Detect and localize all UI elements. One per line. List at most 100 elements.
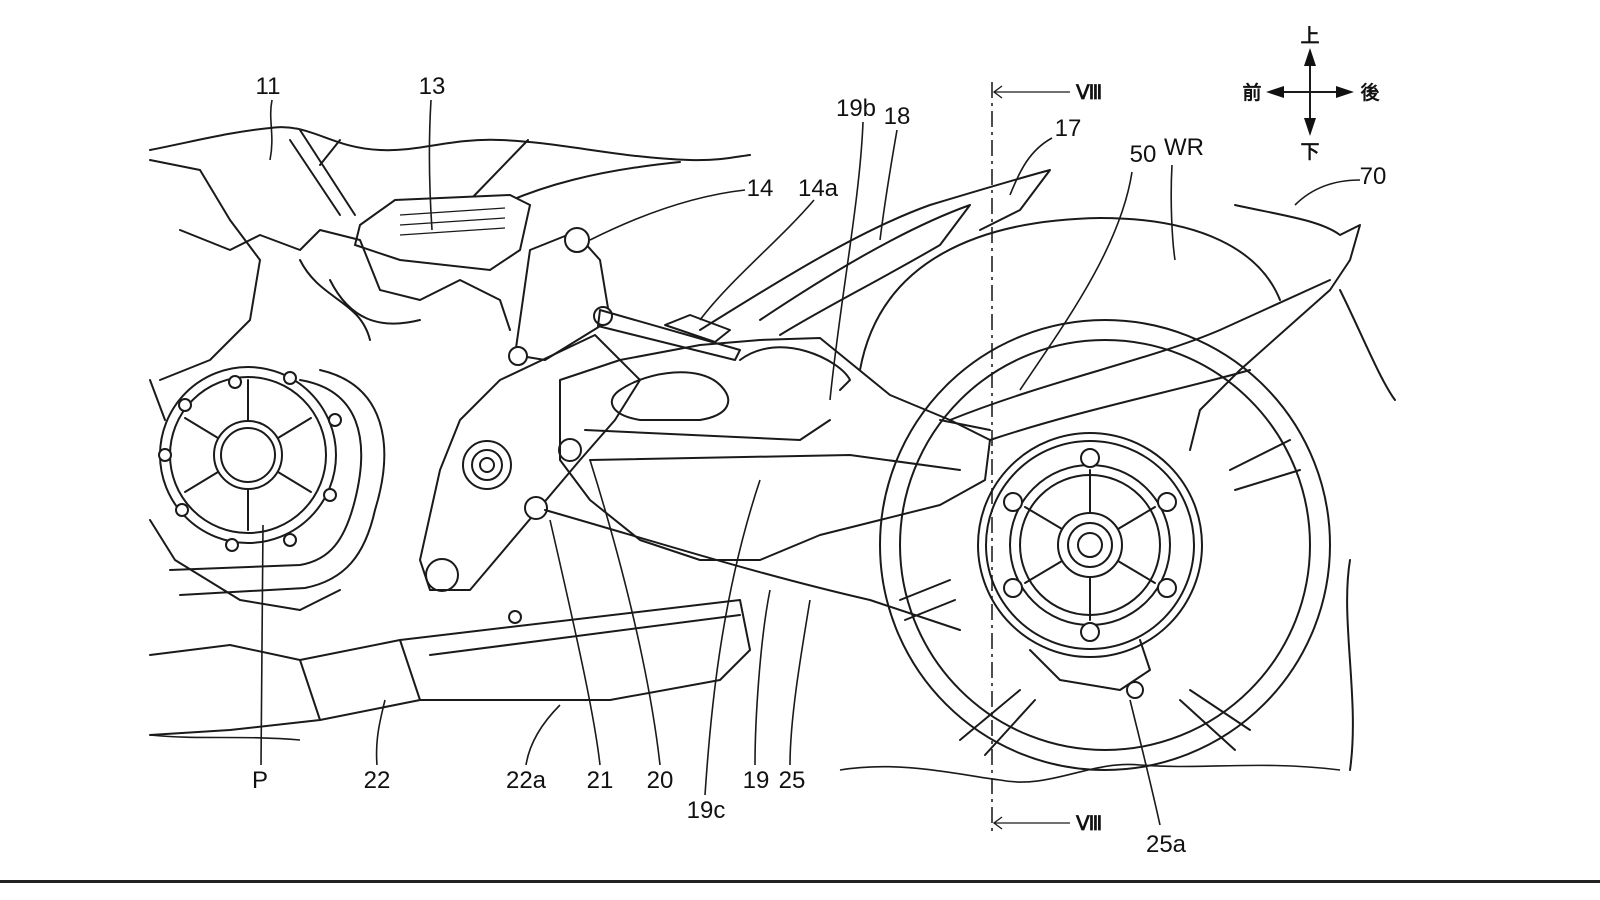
swing-arm-cutout <box>610 371 730 421</box>
leader-19c <box>704 479 761 796</box>
leader-14 <box>589 189 746 241</box>
rear-wheel-rim-inner <box>899 339 1311 751</box>
leader-70 <box>1294 179 1361 206</box>
direction-up-label: 上 <box>1300 25 1319 47</box>
direction-front-label: 前 <box>1242 81 1261 104</box>
leader-22a <box>525 704 561 766</box>
leader-lines <box>260 99 1361 826</box>
section-line-viii: Ⅷ Ⅷ <box>991 82 1102 835</box>
section-label-bottom: Ⅷ <box>1075 813 1102 835</box>
pivot-plate-upper <box>514 231 611 361</box>
engine-cover-hub <box>213 420 283 490</box>
direction-down-label: 下 <box>1300 141 1319 163</box>
ref-label-13: 13 <box>419 73 446 100</box>
swing-arm <box>559 337 991 561</box>
engine-case-outline <box>149 379 341 611</box>
ref-label-19b: 19b <box>836 95 876 122</box>
leader-25a <box>1129 699 1161 826</box>
exhaust-chamber-22 <box>149 644 321 736</box>
leader-19 <box>754 589 771 766</box>
leader-20 <box>589 459 661 766</box>
break-line <box>839 763 1341 783</box>
ref-label-70: 70 <box>1360 163 1387 190</box>
engine-frame-outline <box>149 159 261 381</box>
leader-14a <box>699 199 815 321</box>
motorcycle-line-art <box>149 126 1396 783</box>
direction-rear-label: 後 <box>1360 81 1380 104</box>
swingarm-pivot-core <box>479 457 495 473</box>
ref-label-WR: WR <box>1164 134 1204 161</box>
engine-top-contour <box>179 229 511 331</box>
reference-labels: 11 13 14 14a 19b 18 17 50 WR 70 P 22 22a… <box>252 73 1386 858</box>
leader-P <box>260 524 264 766</box>
rear-sprocket <box>977 432 1203 658</box>
leader-13 <box>428 99 433 231</box>
swing-arm-crease <box>589 454 961 471</box>
leader-22 <box>375 699 386 766</box>
rear-wheel-top <box>859 217 1281 371</box>
exhaust-link <box>299 639 421 721</box>
footpeg-mount <box>425 558 459 592</box>
ref-label-21: 21 <box>587 767 614 794</box>
ref-label-18: 18 <box>884 103 911 130</box>
leader-17 <box>1009 137 1053 196</box>
orientation-compass: 上 下 前 後 <box>1242 25 1380 163</box>
arrow-front-icon <box>1266 86 1284 98</box>
leader-WR <box>1170 164 1176 261</box>
drive-chain <box>544 419 991 631</box>
frame-tube <box>469 139 529 201</box>
exhaust-pipe-upper <box>169 379 363 571</box>
swingarm-pivot-inner <box>471 449 503 481</box>
subframe-stay <box>949 279 1331 421</box>
leader-25 <box>789 599 811 766</box>
ref-label-14a: 14a <box>798 175 839 202</box>
leader-21 <box>549 519 601 766</box>
arrow-up-icon <box>1304 48 1316 66</box>
muffler-22a <box>399 599 751 701</box>
swingarm-pivot <box>462 440 512 490</box>
ref-label-50: 50 <box>1130 141 1157 168</box>
pivot-bolt <box>593 306 613 326</box>
swing-arm-crease <box>584 419 831 441</box>
pivot-bolt <box>564 227 590 253</box>
tail-section-70 <box>1189 204 1361 451</box>
section-label-top: Ⅷ <box>1075 82 1102 104</box>
ref-label-P: P <box>252 767 268 794</box>
rear-wheel-rim-outer <box>879 319 1331 771</box>
exhaust-pipe-lower <box>179 369 386 596</box>
rear-cover-18 <box>759 204 971 336</box>
link-bracket <box>664 314 731 343</box>
ref-label-22a: 22a <box>506 767 547 794</box>
frame-tube <box>319 139 341 166</box>
wire-harness <box>299 259 371 341</box>
section-arrowhead-bottom-icon <box>992 816 1003 830</box>
tank-seat-outline <box>149 126 751 162</box>
airbox-fins <box>399 207 506 236</box>
muffler-seam <box>429 614 741 656</box>
pivot-bolt <box>558 438 582 462</box>
section-arrowhead-top-icon <box>992 85 1003 99</box>
engine-cover-spokes <box>184 379 312 531</box>
ref-label-25a: 25a <box>1146 831 1187 858</box>
pivot-bolt <box>508 346 528 366</box>
ref-label-25: 25 <box>779 767 806 794</box>
brake-caliper <box>1029 639 1151 691</box>
leader-11 <box>269 99 273 161</box>
subframe-stay-lower <box>989 369 1251 441</box>
frame-tube <box>289 139 341 216</box>
ref-label-20: 20 <box>647 767 674 794</box>
break-line-left <box>149 734 301 741</box>
rear-wheel-spokes <box>899 439 1301 756</box>
wire-harness <box>329 279 421 325</box>
engine-cover-bolts <box>158 371 342 552</box>
rear-cowl-17 <box>699 169 1051 331</box>
ref-label-19c: 19c <box>687 797 726 824</box>
engine-cover-hub-inner <box>220 427 276 483</box>
leader-19b <box>829 121 864 401</box>
tail-contour <box>1339 289 1396 771</box>
swing-arm-upper-bar <box>739 346 851 391</box>
ref-label-17: 17 <box>1055 115 1082 142</box>
ref-label-19: 19 <box>743 767 770 794</box>
arrow-down-icon <box>1304 118 1316 136</box>
